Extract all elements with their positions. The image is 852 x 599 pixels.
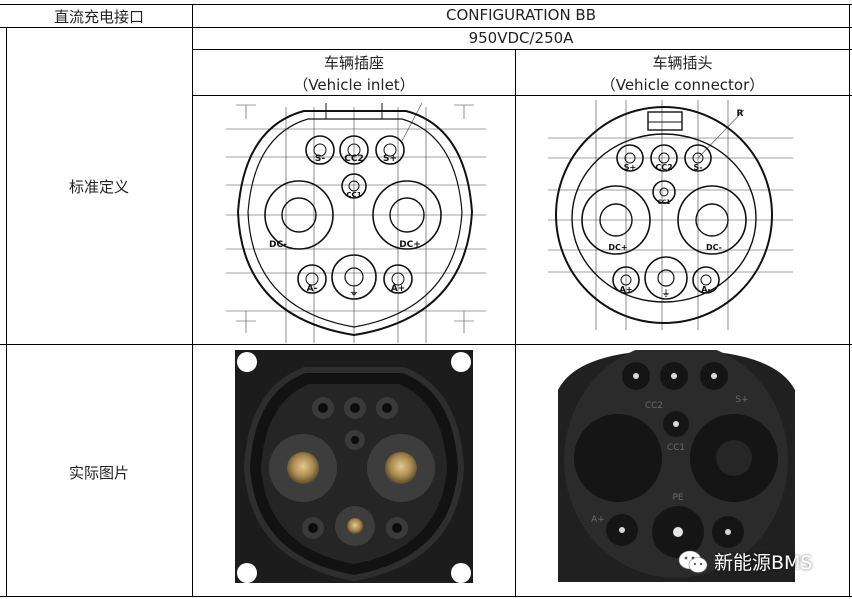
header-row-label: 直流充电接口	[53, 8, 144, 26]
grid-line-bottom	[0, 596, 852, 597]
connector-photo-svg: CC2 S+ CC1 PE A+	[558, 350, 795, 582]
grid-line-top	[0, 4, 852, 5]
connector-photo-label: PE	[672, 493, 683, 503]
inlet-pin-label: DC+	[399, 240, 421, 250]
grid-line-row2	[192, 49, 852, 50]
inlet-pin-label: S-	[315, 154, 325, 164]
wechat-icon	[678, 550, 708, 573]
column-inlet-title: 车辆插座	[323, 54, 384, 72]
connector-photo-label: A+	[591, 515, 605, 525]
grid-line-row3	[192, 95, 852, 96]
inlet-pin-label: A+	[391, 284, 406, 294]
inlet-pin-label: CC1	[346, 191, 361, 199]
connector-pin-label: S-	[693, 163, 702, 172]
connector-pin-label: A+	[620, 285, 633, 294]
connector-pin-label: A-	[701, 285, 711, 294]
connector-photo-label: S+	[735, 395, 748, 405]
connector-photo: CC2 S+ CC1 PE A+	[558, 350, 795, 582]
grid-line-col2	[515, 49, 516, 597]
connector-pin-label: S+	[624, 163, 636, 172]
header-config: CONFIGURATION BB	[445, 6, 597, 24]
inlet-pin-label: CC2	[344, 154, 363, 164]
row-label-standard: 标准定义	[68, 178, 129, 196]
row-label-photo: 实际图片	[68, 464, 129, 482]
connector-diagram-svg: R S+ CC2 S- CC1 DC+ DC- A+ A- ⏚	[548, 100, 793, 330]
inlet-diagram-svg: S- CC2 S+ CC1 DC- DC+ A- A+ ⏚	[226, 102, 486, 343]
connector-pin-label: DC+	[608, 243, 627, 252]
connector-photo-label: CC1	[667, 443, 685, 453]
connector-pin-label: ⏚	[662, 289, 670, 298]
inlet-diagram: S- CC2 S+ CC1 DC- DC+ A- A+ ⏚	[226, 97, 486, 343]
grid-line-left	[6, 28, 7, 597]
grid-line-row1	[0, 27, 852, 28]
header-rating: 950VDC/250A	[468, 29, 574, 47]
connector-radius-mark: R	[737, 109, 744, 119]
inlet-photo	[235, 350, 473, 583]
inlet-pin-label: A-	[307, 284, 318, 294]
column-inlet-subtitle: （Vehicle inlet）	[293, 76, 415, 94]
column-connector-subtitle: （Vehicle connector）	[600, 76, 765, 94]
connector-pin-label: CC1	[658, 199, 671, 206]
grid-line-row4	[0, 344, 852, 345]
watermark: 新能源BMS	[678, 548, 813, 575]
column-connector-title: 车辆插头	[652, 54, 713, 72]
connector-pin-label: DC-	[706, 243, 722, 252]
watermark-text: 新能源BMS	[714, 552, 813, 574]
connector-diagram: R S+ CC2 S- CC1 DC+ DC- A+ A- ⏚	[548, 100, 793, 340]
inlet-pin-label: DC-	[269, 240, 287, 250]
inlet-photo-svg	[235, 350, 473, 583]
grid-line-right	[849, 4, 850, 597]
inlet-pin-label: S+	[383, 154, 397, 164]
connector-photo-label: CC2	[645, 401, 663, 411]
connector-pin-label: CC2	[655, 163, 672, 172]
grid-line-col1	[192, 4, 193, 597]
inlet-pin-label: ⏚	[349, 287, 358, 298]
